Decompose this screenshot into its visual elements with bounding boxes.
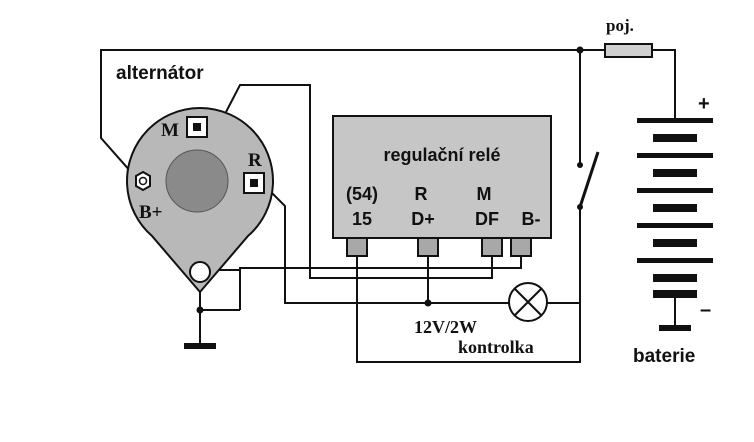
wire-fuse-battery: [652, 49, 676, 118]
battery-cell-plate: [653, 290, 697, 298]
terminal-m-core: [193, 123, 201, 131]
terminal-bplus-core: [138, 176, 148, 186]
battery-cell-plate: [637, 118, 713, 123]
battery-cell-plate: [653, 274, 697, 282]
battery-cell-plate: [653, 239, 697, 247]
switch-contact-bottom: [577, 204, 583, 210]
relay-terminal-54-label: (54): [346, 184, 378, 204]
relay-terminal-dplus-label: D+: [411, 209, 435, 229]
battery-cell-plate: [637, 223, 713, 228]
relay-terminal-bminus-label: B-: [522, 209, 541, 229]
fuse: [604, 43, 653, 58]
fuse-label: poj.: [606, 16, 634, 35]
mounting-hole: [189, 261, 211, 283]
relay-pin-df: [481, 237, 503, 257]
alternator-rotor: [165, 149, 229, 213]
battery-plus-sign: +: [698, 93, 710, 115]
alternator-terminal-m-label: M: [161, 120, 179, 141]
battery-cell-plate: [637, 153, 713, 158]
lamp-label: kontrolka: [458, 337, 534, 357]
wire-bplus-main: [100, 49, 605, 182]
battery-cell-plate: [637, 188, 713, 193]
terminal-r-core: [250, 179, 258, 187]
relay-terminal-m-label: M: [477, 184, 492, 204]
relay-terminal-15-label: 15: [352, 209, 372, 229]
alternator-label: alternátor: [116, 63, 204, 84]
battery-minus-sign: –: [700, 299, 711, 321]
relay-box: [332, 115, 552, 239]
ground-symbol-battery: [659, 325, 691, 331]
alternator-terminal-bplus-label: B+: [139, 202, 163, 223]
battery-cell-plate: [637, 258, 713, 263]
wire-15: [356, 256, 581, 363]
relay-pin-dplus: [417, 237, 439, 257]
battery-label: baterie: [633, 346, 695, 367]
wire-m-df: [225, 84, 493, 279]
junction-dot: [196, 306, 204, 314]
relay-terminal-r-label: R: [415, 184, 428, 204]
relay-pin-15: [346, 237, 368, 257]
battery-cell-plate: [653, 134, 697, 142]
lamp-cross-b: [514, 288, 542, 316]
battery-cell-plate: [653, 169, 697, 177]
junction-dot: [424, 299, 432, 307]
battery-cell-plate: [653, 204, 697, 212]
relay-pin-bminus: [510, 237, 532, 257]
switch-contact-top: [577, 162, 583, 168]
alternator-terminal-r-label: R: [248, 150, 262, 171]
lamp-rating: 12V/2W: [414, 317, 477, 337]
relay-title: regulační relé: [383, 145, 500, 165]
switch-blade: [578, 151, 600, 208]
battery: [637, 118, 713, 298]
ground-symbol-alternator: [184, 343, 216, 349]
wire-ground-bminus: [200, 256, 522, 271]
relay-terminal-df-label: DF: [475, 209, 499, 229]
wire-r-dplus: [264, 185, 429, 304]
junction-dot: [576, 46, 584, 54]
